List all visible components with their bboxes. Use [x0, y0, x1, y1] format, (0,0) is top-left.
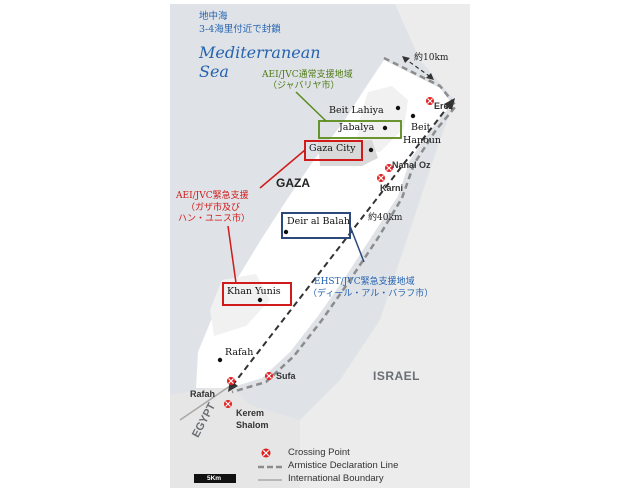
urban-north: [356, 86, 408, 152]
red-leader-khan: [227, 225, 237, 284]
crossing-label-kerem-shalom-1: Kerem: [236, 408, 265, 418]
crossing-label-kerem-shalom-2: Shalom: [236, 420, 269, 430]
international-boundary: [179, 385, 231, 421]
egypt-land: [170, 385, 300, 488]
town-dot-deir-al-balah: [283, 229, 289, 235]
town-label-khan-yunis: Khan Yunis: [227, 286, 281, 297]
green-area-line2: （ジャバリヤ市）: [268, 81, 340, 91]
crossing-label-sufa: Sufa: [276, 371, 296, 381]
green-leader: [295, 91, 327, 122]
scale-bar: [194, 474, 236, 483]
red-area-line3: ハン・ユニス市）: [178, 214, 251, 224]
legend-crossing-point: Crossing Point: [288, 447, 350, 458]
red-area-line1: AEI/JVC緊急支援: [176, 191, 249, 201]
crossing-nahal-oz: [385, 164, 393, 172]
legend-armistice-line: Armistice Declaration Line: [288, 460, 399, 471]
town-dot-rafah: [217, 357, 223, 363]
sea-name-line2: Sea: [199, 62, 229, 81]
town-dot-khan-yunis: [257, 297, 263, 303]
crossing-sufa: [265, 372, 273, 380]
town-label-jabalya: Jabalya: [339, 122, 375, 133]
length-distance-label: 約40km: [368, 213, 403, 223]
town-label-beit-hanoun-2: Hanoun: [403, 135, 442, 146]
legend-international-boundary: International Boundary: [288, 473, 384, 484]
town-label-deir-al-balah: Deir al Balah: [287, 216, 351, 227]
width-arrow-head-1: [402, 56, 410, 63]
scale-bar-label: 5Km: [207, 475, 222, 482]
crossing-label-karni: Karni: [380, 183, 404, 193]
length-arrow-head-1: [444, 98, 455, 110]
crossing-kerem-shalom: [224, 400, 232, 408]
red-area-line2: （ガザ市及び: [186, 203, 241, 213]
blue-area-line2: （ディール・アル・バラフ市）: [308, 289, 434, 299]
crossing-label-erez: Erez: [434, 101, 454, 111]
town-dot-jabalya: [382, 125, 388, 131]
blue-area-line1: EHST/JVC緊急支援地域: [314, 277, 415, 287]
gaza-region-label: GAZA: [276, 176, 310, 190]
israel-land: [300, 4, 470, 488]
width-arrow: [403, 57, 433, 79]
israel-region-label: ISRAEL: [373, 369, 421, 383]
red-leader-gaza: [259, 149, 306, 189]
width-arrow-head-2: [426, 73, 434, 80]
crossing-erez: [426, 97, 434, 105]
town-label-beit-hanoun-1: Beit: [411, 122, 431, 133]
khan-yunis-box: [222, 282, 292, 306]
deir-al-balah-box: [281, 212, 351, 239]
town-dot-gaza-city: [368, 147, 374, 153]
crossing-label-rafah: Rafah: [190, 389, 216, 399]
crossing-karni: [377, 174, 385, 182]
crossing-label-nahal-oz: Nahal Oz: [392, 160, 431, 170]
blue-leader: [349, 225, 365, 263]
town-dot-beit-lahiya: [395, 105, 401, 111]
town-dot-beit-hanoun: [410, 113, 416, 119]
width-distance-label: 約10km: [414, 53, 449, 63]
crossing-rafah: [227, 377, 235, 385]
jabalya-box: [318, 120, 402, 139]
town-label-gaza-city: Gaza City: [309, 143, 356, 154]
town-label-rafah: Rafah: [225, 347, 254, 358]
legend-crossing-marker: [261, 448, 271, 458]
sea-note-line2: 3-4海里付近で封鎖: [199, 24, 281, 35]
sea-name-line1: Mediterranean: [199, 43, 321, 62]
town-label-beit-lahiya: Beit Lahiya: [329, 105, 384, 116]
sea-note-line1: 地中海: [199, 11, 228, 22]
green-area-line1: AEI/JVC通常支援地域: [262, 70, 353, 80]
